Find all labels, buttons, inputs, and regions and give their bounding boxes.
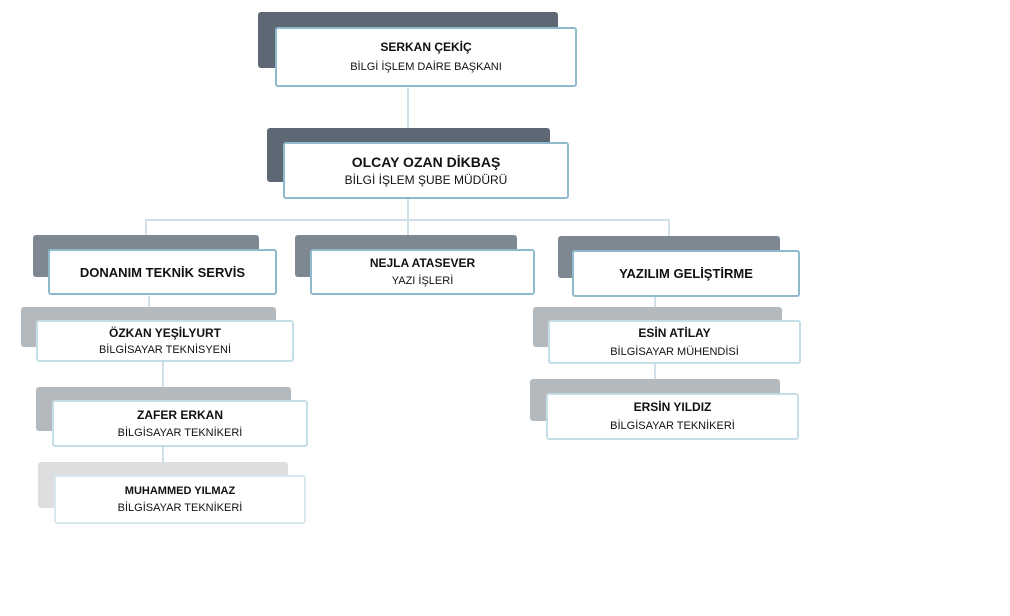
node-esin-atilay: ESİN ATİLAY BİLGİSAYAR MÜHENDİSİ	[548, 320, 801, 364]
node-name: YAZILIM GELİŞTİRME	[619, 266, 753, 281]
connector-line	[668, 219, 670, 237]
node-zafer-erkan: ZAFER ERKAN BİLGİSAYAR TEKNİKERİ	[52, 400, 308, 447]
node-yazilim-gelistirme: YAZILIM GELİŞTİRME	[572, 250, 800, 297]
node-title: BİLGİSAYAR TEKNİKERİ	[610, 420, 735, 432]
connector-line	[162, 447, 164, 463]
node-name: ZAFER ERKAN	[137, 407, 223, 422]
node-title: BİLGİSAYAR TEKNİKERİ	[117, 502, 243, 514]
connector-line	[162, 362, 164, 388]
node-title: BİLGİ İŞLEM ŞUBE MÜDÜRÜ	[344, 172, 508, 187]
node-title: BİLGİSAYAR MÜHENDİSİ	[610, 345, 739, 358]
node-olcay-ozan-dikbas: OLCAY OZAN DİKBAŞ BİLGİ İŞLEM ŞUBE MÜDÜR…	[283, 142, 569, 199]
connector-line	[654, 364, 656, 380]
node-name: SERKAN ÇEKİÇ	[380, 40, 472, 54]
node-name: ÖZKAN YEŞİLYURT	[108, 325, 222, 340]
node-name: NEJLA ATASEVER	[369, 256, 476, 270]
node-title: BİLGİ İŞLEM DAİRE BAŞKANI	[350, 61, 502, 73]
node-serkan-cekic: SERKAN ÇEKİÇ BİLGİ İŞLEM DAİRE BAŞKANI	[275, 27, 577, 87]
connector-line	[407, 199, 409, 219]
connector-line	[654, 297, 656, 307]
connector-line	[407, 219, 409, 237]
node-ozkan-yesilyurt: ÖZKAN YEŞİLYURT BİLGİSAYAR TEKNİSYENİ	[36, 320, 294, 362]
node-donanim-teknik-servis: DONANIM TEKNİK SERVİS	[48, 249, 277, 295]
node-muhammed-yilmaz: MUHAMMED YILMAZ BİLGİSAYAR TEKNİKERİ	[54, 475, 306, 524]
node-nejla-atasever: NEJLA ATASEVER YAZI İŞLERİ	[310, 249, 535, 295]
node-name: ESİN ATİLAY	[638, 325, 711, 340]
node-name: ERSİN YILDIZ	[633, 400, 712, 414]
node-title: BİLGİSAYAR TEKNİSYENİ	[98, 343, 232, 356]
node-title: YAZI İŞLERİ	[391, 275, 454, 287]
node-name: MUHAMMED YILMAZ	[124, 485, 236, 497]
node-name: OLCAY OZAN DİKBAŞ	[351, 153, 501, 170]
node-ersin-yildiz: ERSİN YILDIZ BİLGİSAYAR TEKNİKERİ	[546, 393, 799, 440]
connector-line	[148, 296, 150, 308]
connector-line	[145, 219, 147, 237]
connector-line	[407, 88, 409, 142]
node-title: BİLGİSAYAR TEKNİKERİ	[117, 426, 243, 439]
node-name: DONANIM TEKNİK SERVİS	[79, 264, 246, 280]
